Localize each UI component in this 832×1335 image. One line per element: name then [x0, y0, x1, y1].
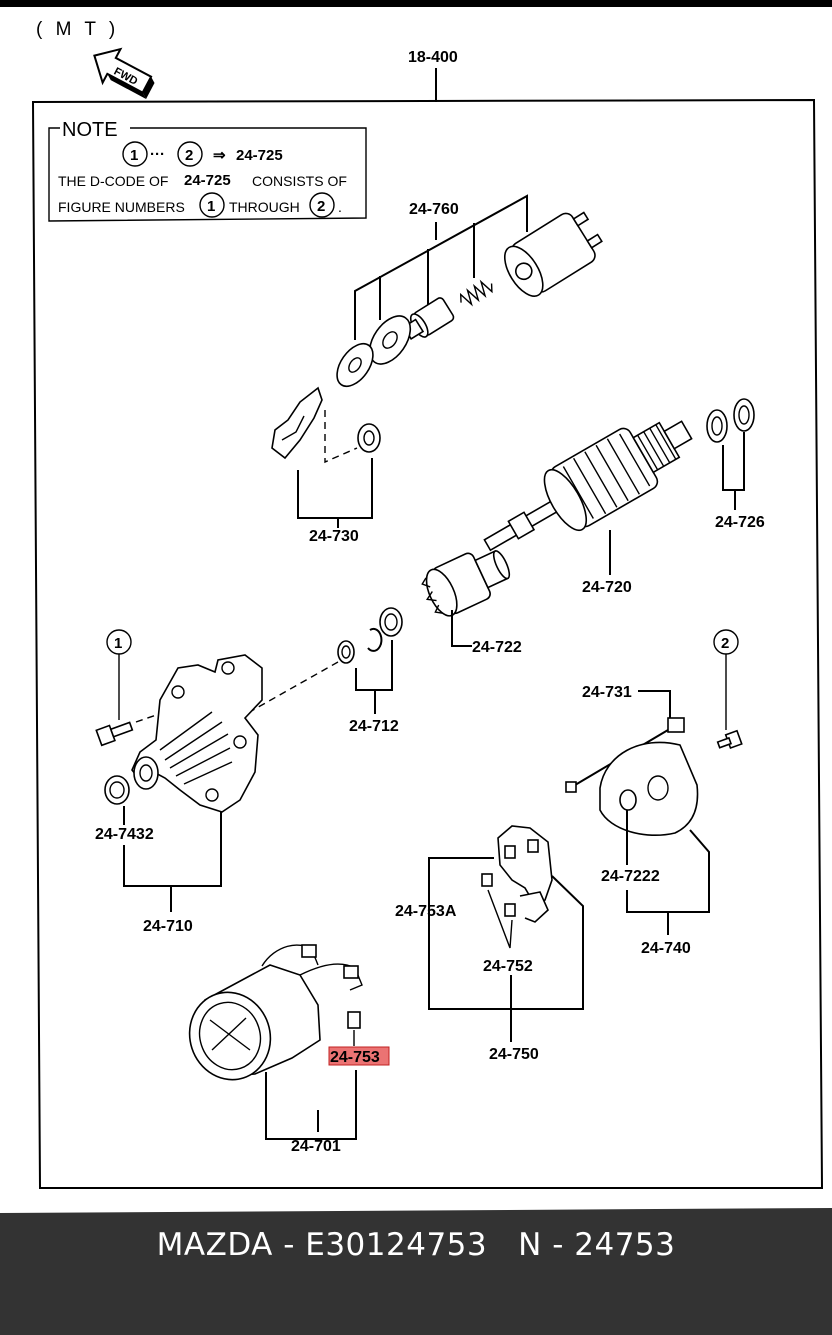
yoke-group: 24-753 24-701: [188, 944, 390, 1155]
note-line3-prefix: FIGURE NUMBERS: [58, 199, 185, 215]
callout-1-text: 1: [114, 635, 122, 652]
label-24-730: 24-730: [309, 528, 359, 545]
label-24-740: 24-740: [641, 940, 691, 957]
retainer-ring-group: 24-712: [337, 607, 403, 735]
gasket-icon: [336, 342, 374, 388]
label-24-760: 24-760: [409, 201, 459, 218]
pinion-gear-icon: [421, 550, 511, 617]
top-border: [0, 0, 832, 7]
brush-holder-group: 24-753A 24-752 24-750: [395, 825, 584, 1063]
starter-motor-exploded-view: ( M T ) FWD 18-400 NOTE 1 ··· 2 ⇒ 24-725…: [0, 0, 832, 1215]
rear-cover-icon: [599, 741, 699, 837]
note-line2-suffix: CONSISTS OF: [252, 173, 347, 189]
solenoid-icon: [503, 211, 603, 297]
lever-icon: [271, 386, 323, 460]
label-24-726: 24-726: [715, 514, 765, 531]
plate-icon: [368, 315, 412, 365]
fwd-arrow-icon: FWD: [93, 47, 155, 99]
highlight-box: [328, 1046, 390, 1066]
note-line3-end: .: [338, 199, 342, 215]
note-title: NOTE: [62, 119, 118, 141]
mt-label: ( M T ): [36, 19, 119, 40]
bolt-icon: [95, 721, 134, 747]
footer-edge: [0, 1208, 832, 1215]
note-line2-prefix: THE D-CODE OF: [58, 173, 168, 189]
label-24-752: 24-752: [483, 958, 533, 975]
armature-group: 24-720: [483, 420, 693, 596]
note-line3-circle-1-text: 1: [207, 198, 215, 215]
note-line3-mid: THROUGH: [229, 199, 300, 215]
bushing-icon: [104, 775, 130, 805]
note-circle-2: [177, 141, 203, 167]
solenoid-group: 24-760: [336, 194, 603, 388]
washer-icon: [706, 409, 728, 443]
label-24-720: 24-720: [582, 579, 632, 596]
brush-icon: [481, 873, 493, 887]
brush-holder-icon: [497, 825, 553, 907]
label-24-710: 24-710: [143, 918, 193, 935]
note-box: NOTE 1 ··· 2 ⇒ 24-725 THE D-CODE OF 24-7…: [48, 119, 367, 222]
parts-diagram: ( M T ) FWD 18-400 NOTE 1 ··· 2 ⇒ 24-725…: [0, 0, 832, 1215]
housing-icon: [131, 654, 263, 813]
diagram-frame: [31, 98, 824, 1189]
lever-group: 24-730: [271, 386, 381, 545]
rear-cover-group: 2 24-731 24-7222 24-740: [565, 629, 743, 957]
note-ellipsis: ···: [150, 146, 165, 163]
label-24-701: 24-701: [291, 1138, 341, 1155]
note-code: 24-725: [236, 147, 283, 164]
screw-icon: [716, 729, 743, 750]
label-24-731: 24-731: [582, 684, 632, 701]
note-line3-circle-2-text: 2: [317, 198, 325, 215]
note-circle-2-text: 2: [185, 147, 193, 164]
label-24-722: 24-722: [472, 639, 522, 656]
note-circle-1-text: 1: [130, 147, 138, 164]
retainer-icon: [357, 423, 381, 453]
armature-icon: [483, 420, 693, 552]
label-24-7222: 24-7222: [601, 868, 660, 885]
label-24-7432: 24-7432: [95, 826, 154, 843]
spring-icon: [459, 279, 493, 307]
front-housing-group: 24-7432 24-710: [95, 654, 263, 935]
note-line3-circle-1: [199, 192, 225, 218]
through-bolt-icon: [667, 717, 685, 733]
note-line2-code: 24-725: [184, 172, 231, 189]
callout-2-text: 2: [721, 635, 729, 652]
label-24-753A: 24-753A: [395, 903, 457, 920]
label-24-753: 24-753: [330, 1049, 380, 1066]
assembly-label: 18-400: [408, 49, 458, 66]
note-line3-circle-2: [309, 192, 335, 218]
washer-group: 24-726: [706, 398, 765, 531]
footer-bar: MAZDA - E30124753 N - 24753: [0, 1215, 832, 1335]
pinion-group: 24-722: [421, 550, 522, 656]
note-circle-1: [122, 141, 148, 167]
note-arrow: ⇒: [213, 147, 226, 164]
brush-lead-icon: [347, 1011, 361, 1029]
label-24-712: 24-712: [349, 718, 399, 735]
footer-caption: MAZDA - E30124753 N - 24753: [156, 1227, 676, 1263]
snap-ring-icon: [367, 627, 383, 652]
label-24-750: 24-750: [489, 1046, 539, 1063]
